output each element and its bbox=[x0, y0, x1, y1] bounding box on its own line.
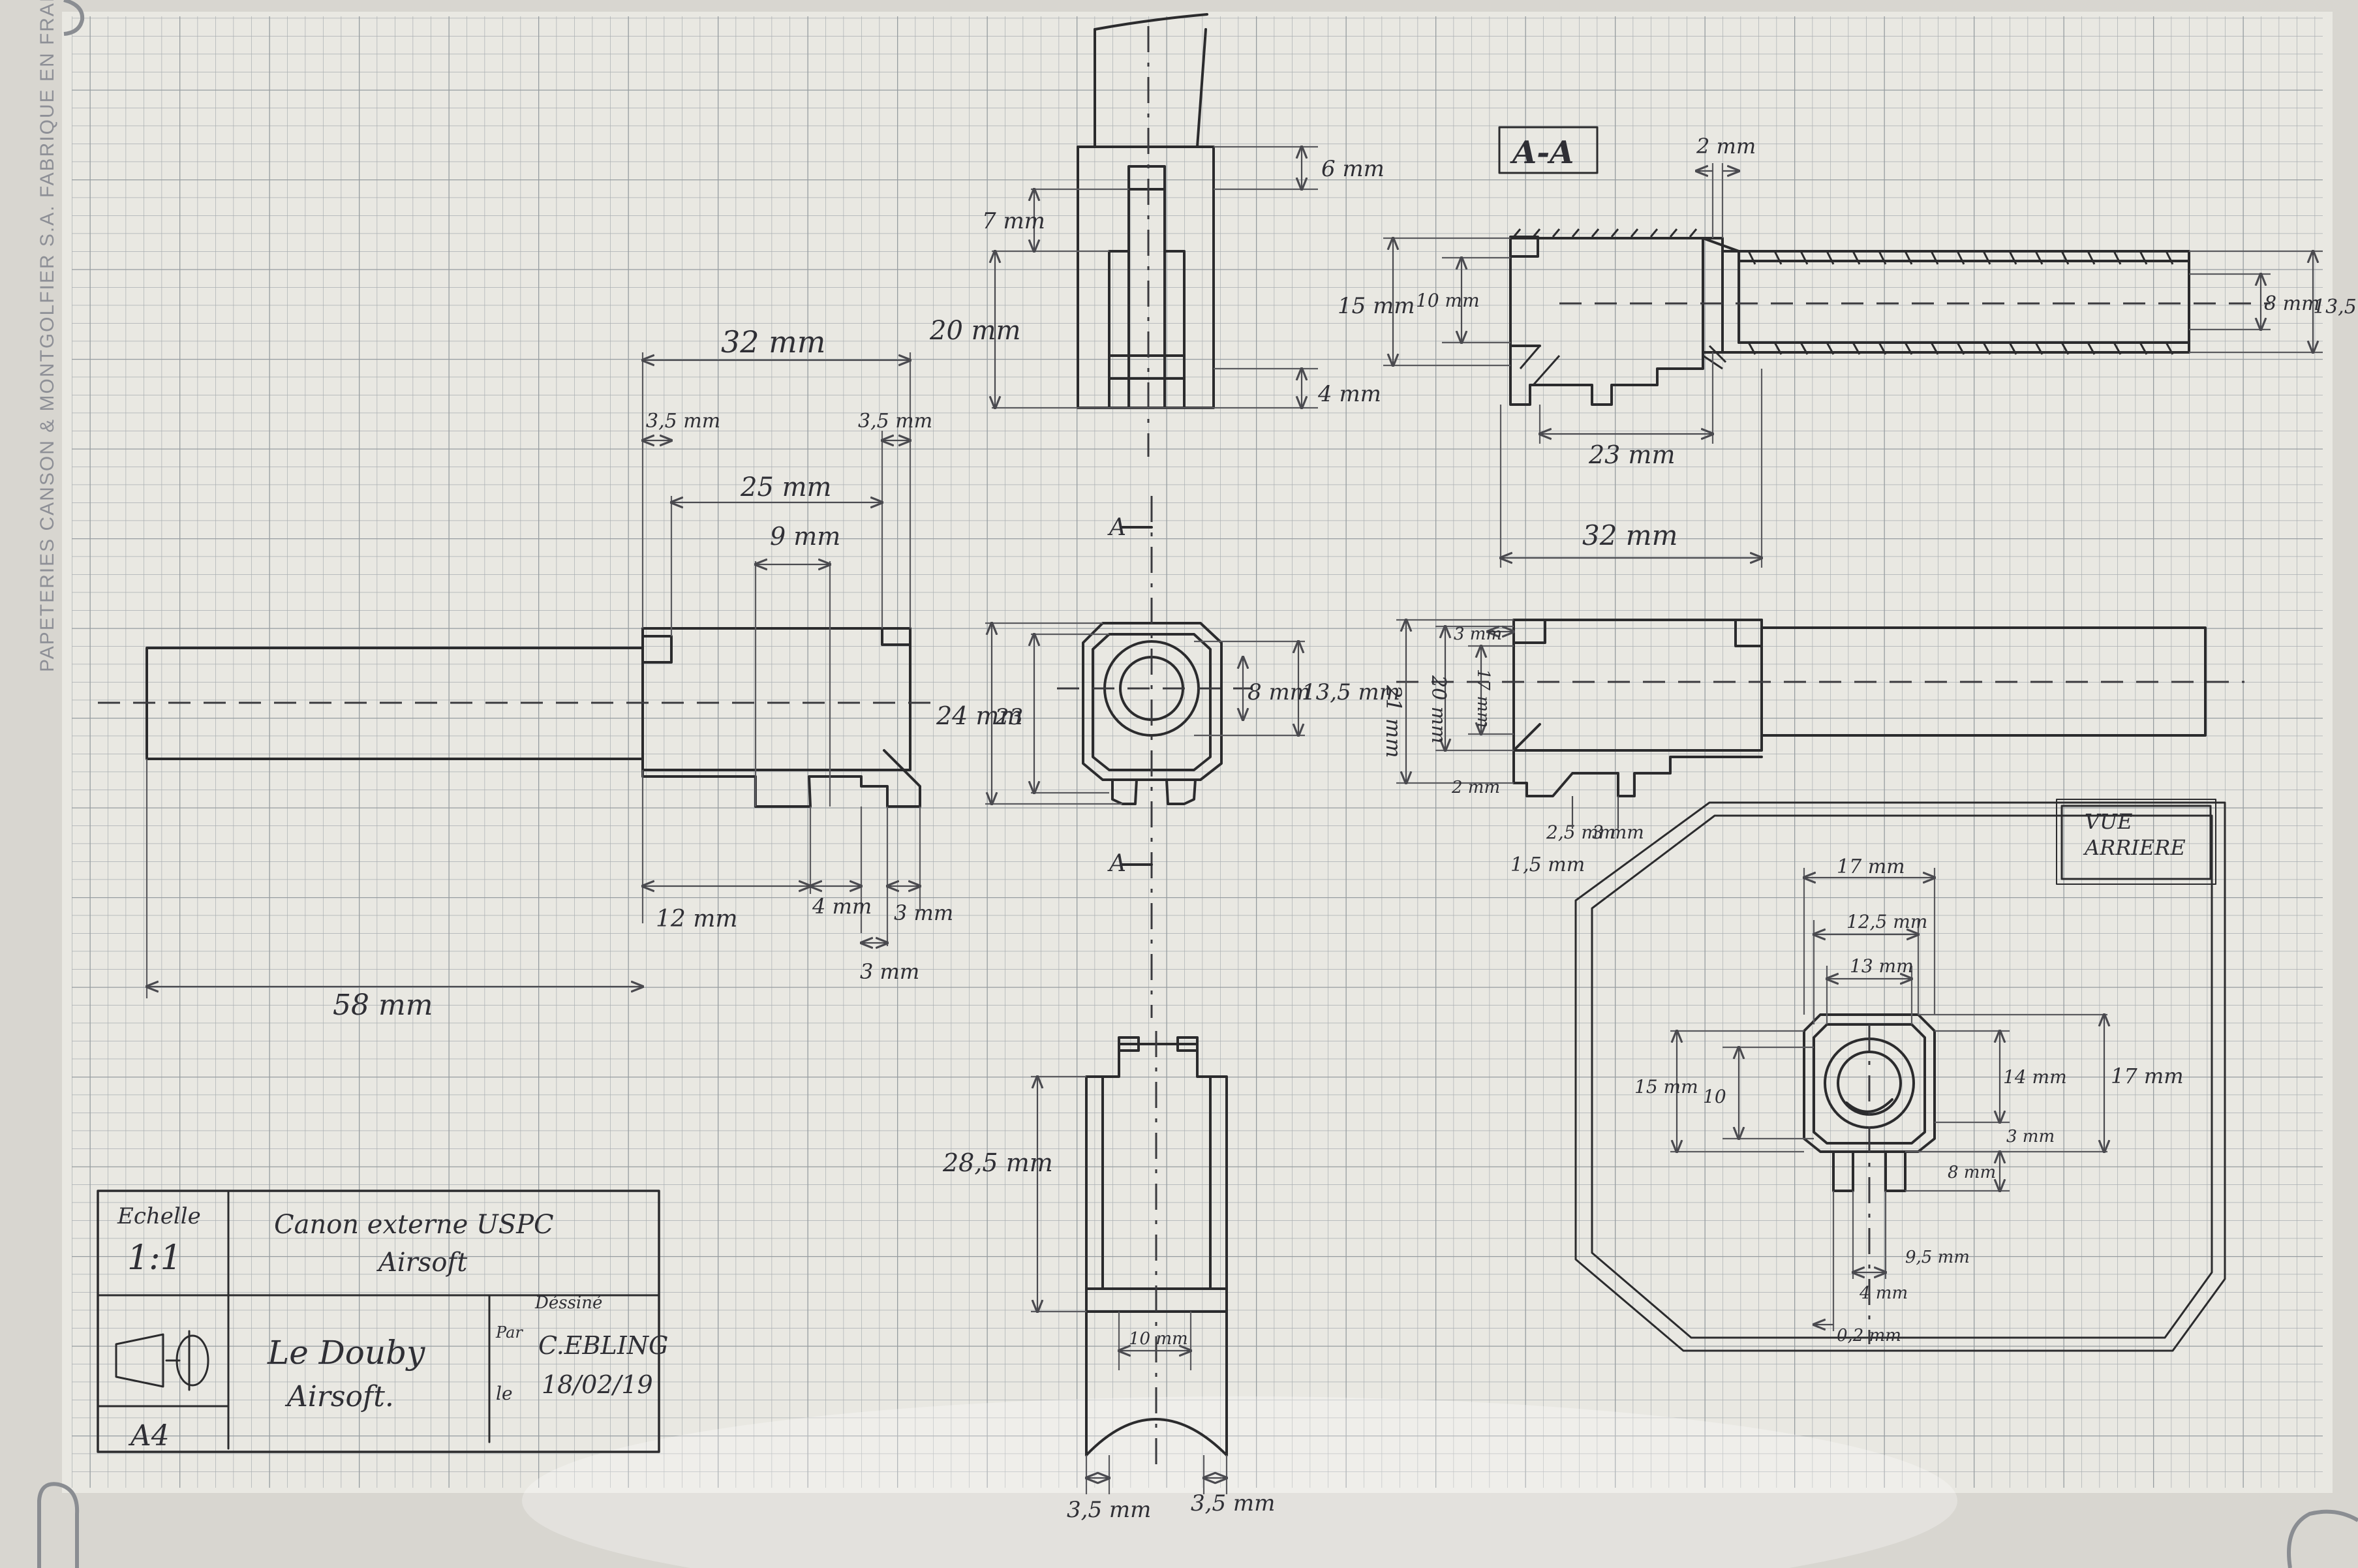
dim-bottom-left-wall: 3,5 mm bbox=[1067, 1497, 1151, 1523]
dim-top-upper: 6 mm bbox=[1321, 156, 1385, 182]
dim-rear-bottom-a: 9,5 mm bbox=[1905, 1248, 1970, 1267]
dim-rear-right-bottom: 8 mm bbox=[1948, 1163, 1996, 1182]
dim-rear-bottom-c: 0,2 mm bbox=[1837, 1326, 1901, 1345]
section-a-a: A-A 2 mm bbox=[1338, 126, 2357, 568]
dim-bottom-bore: 10 mm bbox=[1129, 1329, 1188, 1349]
section-label: A-A bbox=[1510, 134, 1574, 171]
dim-right-bottom-c: 1,5 mm bbox=[1510, 853, 1585, 876]
dim-section-barrel: 13,5 bbox=[2313, 296, 2357, 318]
dim-rear-left-inner: 10 bbox=[1703, 1086, 1726, 1107]
dim-right-bottom-a: 2,5 mm bbox=[1546, 822, 1616, 843]
paper-clip-bottom-right bbox=[2287, 1509, 2358, 1568]
side-view-right: 3 mm 21 mm 20 mm 17 mm 2 mm 2,5 mm 3 mm … bbox=[1381, 619, 2244, 876]
dim-rear-right-outer: 17 mm bbox=[2111, 1064, 2184, 1088]
dim-side-total: 32 mm bbox=[721, 324, 825, 360]
le-label: le bbox=[496, 1383, 513, 1404]
dim-section-wall: 2 mm bbox=[1696, 134, 1756, 159]
dim-top-lower: 4 mm bbox=[1317, 381, 1381, 407]
dim-side-bottom-mid: 4 mm bbox=[812, 894, 872, 919]
view-label-line1: VUE bbox=[2085, 809, 2132, 834]
company-line2: Airsoft. bbox=[284, 1380, 394, 1413]
section-arrow-top: A bbox=[1107, 514, 1126, 541]
dim-side-bottom-left: 12 mm bbox=[656, 906, 738, 932]
dim-side-bottom-under: 3 mm bbox=[860, 959, 919, 984]
dim-side-bottom-right: 3 mm bbox=[894, 900, 953, 925]
dim-right-height: 21 mm bbox=[1381, 684, 1406, 758]
rear-view: VUE ARRIERE bbox=[1574, 799, 2226, 1352]
dim-top-left: 7 mm bbox=[982, 208, 1045, 234]
section-arrow-bottom: A bbox=[1107, 850, 1126, 877]
paper-format: A4 bbox=[128, 1419, 170, 1453]
drawing-title-line1: Canon externe USPC bbox=[274, 1210, 554, 1240]
dim-top-height: 20 mm bbox=[929, 316, 1020, 346]
dim-front-barrel: 13,5 mm bbox=[1302, 679, 1400, 705]
margin-text: PAPETERIES CANSON & MONTGOLFIER S.A. FAB… bbox=[37, 0, 58, 672]
dim-front-outer: 24 mm bbox=[936, 701, 1023, 730]
projection-symbol-icon bbox=[115, 1330, 209, 1391]
drawing-title-line2: Airsoft bbox=[376, 1248, 468, 1278]
view-label-line2: ARRIERE bbox=[2083, 835, 2186, 860]
author-name: C.EBLING bbox=[538, 1331, 668, 1360]
dim-side-left-step: 3,5 mm bbox=[646, 410, 720, 433]
dim-right-mid-height: 17 mm bbox=[1473, 669, 1493, 728]
dim-rear-right-small: 3 mm bbox=[2006, 1127, 2055, 1146]
dim-section-inner-length: 23 mm bbox=[1588, 440, 1676, 469]
dim-bottom-right-wall: 3,5 mm bbox=[1191, 1490, 1275, 1516]
bottom-view: 28,5 mm 10 mm 3,5 mm 3,5 mm bbox=[942, 1031, 1275, 1523]
side-view-left: 32 mm 3,5 mm 3,5 mm 25 mm 9 mm 12 mm 4 m… bbox=[98, 324, 953, 1022]
dim-barrel-length: 58 mm bbox=[333, 989, 433, 1022]
dim-rear-left-height: 15 mm bbox=[1634, 1076, 1698, 1098]
dim-rear-right-height: 14 mm bbox=[2003, 1066, 2067, 1088]
dim-front-inner: 23 bbox=[994, 704, 1023, 730]
dim-rear-bottom-b: 4 mm bbox=[1859, 1284, 1908, 1303]
dim-right-bottom-left: 2 mm bbox=[1451, 778, 1500, 797]
dim-section-inner: 10 mm bbox=[1416, 290, 1480, 311]
dim-side-right-step: 3,5 mm bbox=[858, 410, 932, 433]
dim-right-top-step: 3 mm bbox=[1454, 624, 1502, 644]
dim-rear-inner: 13 mm bbox=[1850, 955, 1914, 977]
dim-front-bore: 8 mm bbox=[1248, 679, 1311, 705]
scale-label: Echelle bbox=[117, 1203, 201, 1229]
dim-section-bore: 8 mm bbox=[2264, 292, 2320, 315]
dim-side-slot: 9 mm bbox=[770, 522, 840, 551]
drawing-date: 18/02/19 bbox=[542, 1370, 653, 1399]
dim-bottom-length: 28,5 mm bbox=[942, 1148, 1053, 1177]
title-block: Echelle 1:1 Canon externe USPC Airsoft L… bbox=[97, 1190, 668, 1453]
dim-rear-outer: 17 mm bbox=[1837, 855, 1905, 878]
par-label: Par bbox=[495, 1323, 523, 1342]
company-line1: Le Douby bbox=[267, 1334, 425, 1372]
glare bbox=[522, 1396, 1957, 1568]
paper-clip-bottom-left bbox=[37, 1482, 80, 1568]
dim-section-height: 15 mm bbox=[1338, 293, 1415, 319]
dim-side-inner: 25 mm bbox=[740, 472, 831, 502]
drawn-by-label: Déssiné bbox=[534, 1293, 602, 1313]
dim-section-total-length: 32 mm bbox=[1582, 519, 1677, 551]
top-view: 6 mm 7 mm 20 mm 4 mm bbox=[929, 13, 1385, 457]
front-view: 24 mm 23 8 mm 13,5 mm A A bbox=[936, 496, 1400, 1018]
paper-clip-top bbox=[63, 0, 85, 36]
dim-right-inner-height: 20 mm bbox=[1427, 675, 1450, 744]
scale-value: 1:1 bbox=[127, 1238, 182, 1278]
dim-rear-mid: 12,5 mm bbox=[1846, 911, 1927, 932]
